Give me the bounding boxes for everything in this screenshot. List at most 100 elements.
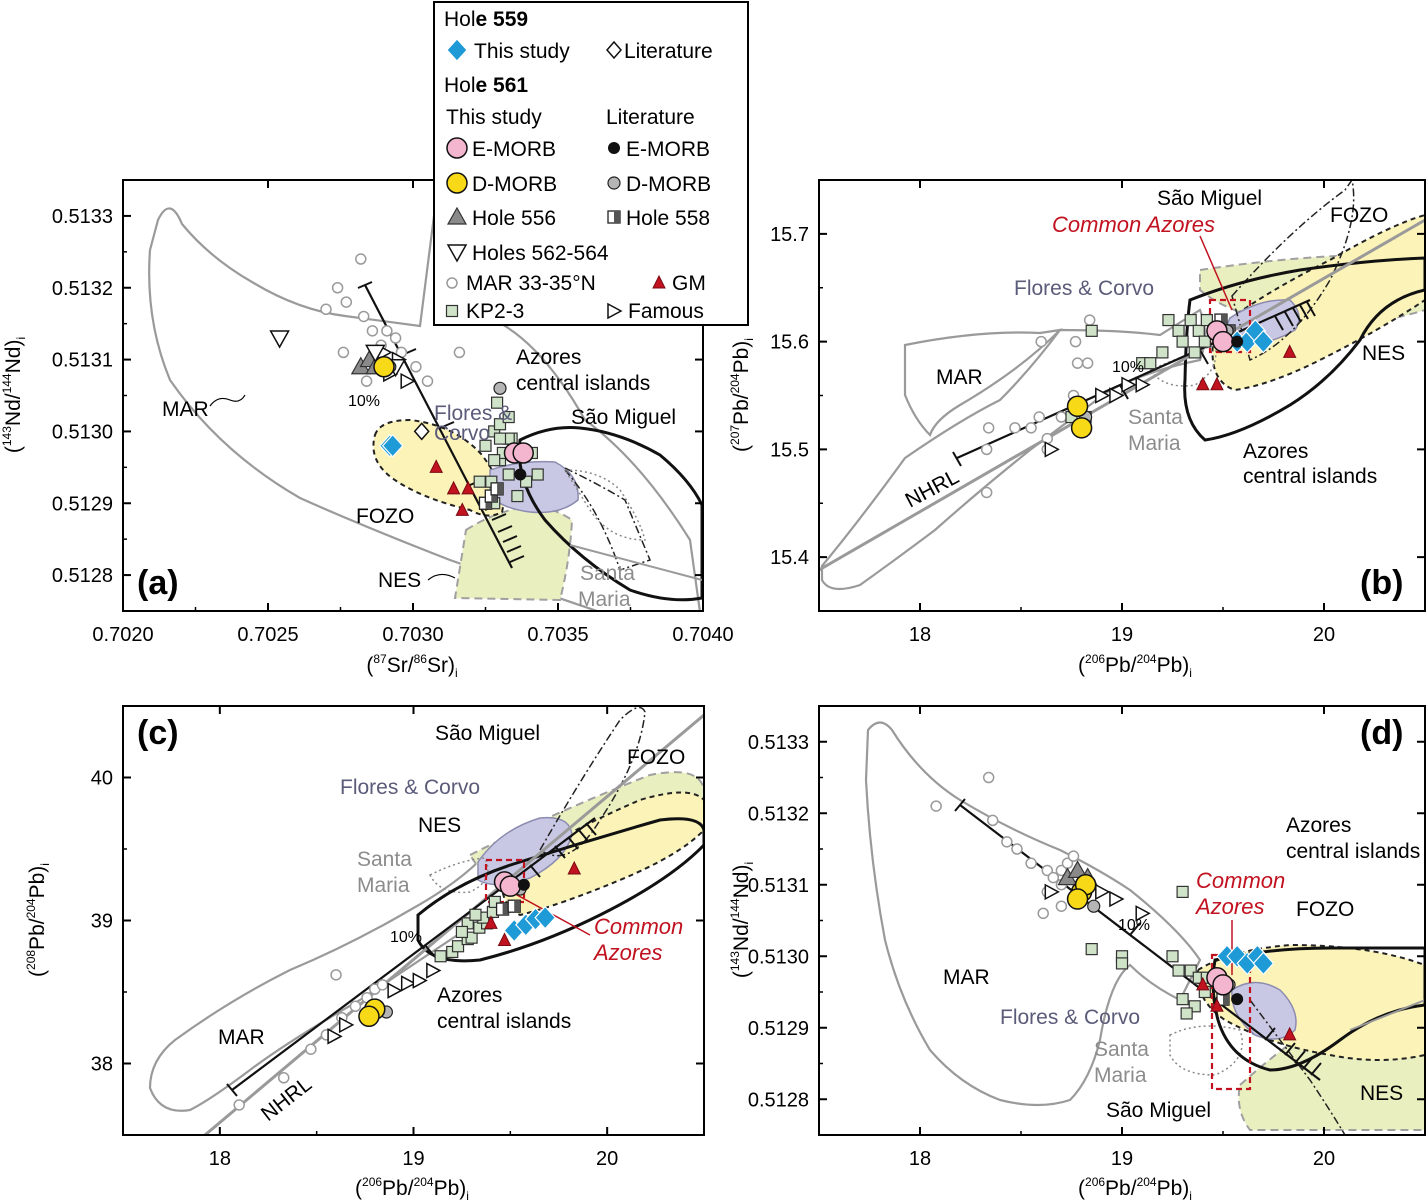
santa-maria-label-d-2: Maria <box>1094 1064 1147 1087</box>
azores-field-b <box>1183 256 1425 442</box>
point-c-hole-558-1-fill <box>514 900 521 913</box>
point-d-mar-33-35-n-13 <box>1055 900 1068 912</box>
point-d-kp2-3-9 <box>1180 1007 1193 1020</box>
azores-label-a-2: central islands <box>516 372 650 395</box>
point-c-mar-33-35-n-1 <box>277 1072 290 1084</box>
flores-label-d: Flores & Corvo <box>1000 1006 1140 1029</box>
point-b-kp2-3-7 <box>1184 313 1197 327</box>
panel-label-c: (c) <box>137 714 179 752</box>
point-d-mar-33-35-n-4 <box>1011 843 1023 855</box>
legend-icon-4 <box>446 206 468 225</box>
santa-maria-label-c-2: Maria <box>357 874 410 897</box>
point-d-famous-2 <box>1109 890 1125 908</box>
ytick-label-d-1: 0.5129 <box>748 1018 809 1040</box>
point-a-kp2-3-4 <box>502 410 515 424</box>
point-d-gm-2 <box>1282 1026 1297 1041</box>
point-a-mar-33-35-n-9 <box>410 361 422 373</box>
point-d-mar-33-35-n-6 <box>1041 864 1054 877</box>
legend-icon-6 <box>446 244 468 263</box>
point-c-mar-33-35-n-9 <box>330 969 342 981</box>
common-azores-box-d <box>1210 953 1252 1091</box>
azores-label-c-1: Azores <box>437 984 502 1007</box>
ytick-label-b-1: 15.5 <box>770 439 809 461</box>
santa-maria-c <box>428 857 489 894</box>
point-d-kp2-3-4 <box>1172 964 1185 977</box>
point-c-kp2-3-2 <box>451 940 465 953</box>
point-b-kp2-3-10 <box>1198 335 1211 348</box>
point-c-kp2-3-0 <box>434 950 447 963</box>
legend-mar: MAR 33-35°N <box>466 272 596 295</box>
marks-c <box>233 860 582 1111</box>
point-c-kp2-3-9 <box>488 895 501 909</box>
legend-dmorb-lit: D-MORB <box>626 173 711 196</box>
nhrl-line-c <box>204 713 704 1135</box>
mar-field-d <box>864 721 1202 1107</box>
point-a-mar-33-35-n-6 <box>381 325 393 337</box>
point-d-mar-33-35-n-3 <box>1001 836 1013 848</box>
common-leader-b <box>1199 235 1233 311</box>
fozo-label-b: FOZO <box>1330 204 1388 227</box>
legend-gm: GM <box>672 272 706 295</box>
common-label-c-2: Azores <box>592 940 662 965</box>
point-b-kp2-3-5 <box>1172 324 1185 337</box>
mar-label-b: MAR <box>936 366 983 389</box>
xtick-label-b-1: 19 <box>1111 624 1133 646</box>
azores-label-c-2: central islands <box>437 1010 571 1033</box>
point-b-mar-33-35-n-9 <box>1081 357 1094 369</box>
santa-maria-label-b-2: Maria <box>1128 432 1181 455</box>
point-a-hole-558-1-fill <box>491 490 498 503</box>
point-d-mar-33-35-n-2 <box>986 814 999 827</box>
nes-leader-a <box>427 573 456 581</box>
legend-dmorb-this: D-MORB <box>472 173 557 196</box>
point-b-mar-33-35-n-0 <box>980 443 993 456</box>
xtick-label-d-2: 20 <box>1313 1148 1335 1170</box>
point-a-hole-558-2-fill <box>497 482 504 495</box>
panel-label-a: (a) <box>137 564 179 602</box>
point-a-hole-559-this-study-1 <box>381 433 404 458</box>
sao-miguel-c <box>539 706 646 857</box>
legend-icons <box>445 38 666 320</box>
mar-label-a: MAR <box>162 398 209 421</box>
sao-miguel-label-d: São Miguel <box>1106 1099 1211 1122</box>
point-b-mar-33-35-n-13 <box>980 486 993 499</box>
point-a-kp2-3-7 <box>488 454 501 467</box>
point-b-kp2-3-8 <box>1192 324 1205 337</box>
fozo-label-c: FOZO <box>627 746 685 769</box>
legend-hole561-title: Hole 561 <box>444 74 528 97</box>
mar-field-b-2 <box>903 328 1064 438</box>
xtick-label-b-0: 18 <box>909 624 931 646</box>
point-a-mar-33-35-n-4 <box>366 325 379 337</box>
santa-maria-label-a-1: Santa <box>580 562 635 585</box>
point-d-kp2-3-8 <box>1188 1000 1201 1013</box>
ytick-label-b-3: 15.7 <box>770 224 809 246</box>
pct-label-b: 10% <box>1112 359 1144 376</box>
ylabel-c: (208Pb/204Pb)i <box>24 863 52 977</box>
point-d-kp2-3-5 <box>1184 964 1197 977</box>
point-c-e-morb-this-study-1 <box>499 875 522 897</box>
point-c-gm-2 <box>567 860 582 875</box>
point-c-mar-33-35-n-0 <box>233 1099 245 1111</box>
point-a-d-morb-this-study-0 <box>373 356 395 378</box>
santa-maria-label-b-1: Santa <box>1128 406 1183 429</box>
legend-icon-1 <box>608 142 620 154</box>
point-a-kp2-3-11 <box>531 468 544 481</box>
legend-icon-5-fill <box>614 211 620 223</box>
nes-label-b: NES <box>1362 342 1405 365</box>
santa-maria-label-c-1: Santa <box>357 848 412 871</box>
common-label-d-2: Azores <box>1194 894 1264 919</box>
point-a-kp2-3-12 <box>519 475 533 488</box>
point-d-kp2-3-12 <box>1166 950 1179 963</box>
point-b-mar-33-35-n-6 <box>1055 411 1068 423</box>
azores-label-a-1: Azores <box>516 346 581 369</box>
ytick-label-d-0: 0.5128 <box>748 1089 809 1111</box>
point-d-mar-33-35-n-9 <box>1067 850 1080 862</box>
sao-miguel-label-c: São Miguel <box>435 722 540 745</box>
mar-field-b <box>820 308 1207 591</box>
point-b-gm-1 <box>1210 376 1224 391</box>
xtick-label-d-0: 18 <box>909 1148 931 1170</box>
point-b-mar-33-35-n-8 <box>1071 357 1084 369</box>
point-c-mar-33-35-n-5 <box>349 1000 362 1013</box>
ytick-label-d-2: 0.5130 <box>748 946 809 968</box>
azores-field-a <box>517 426 703 602</box>
